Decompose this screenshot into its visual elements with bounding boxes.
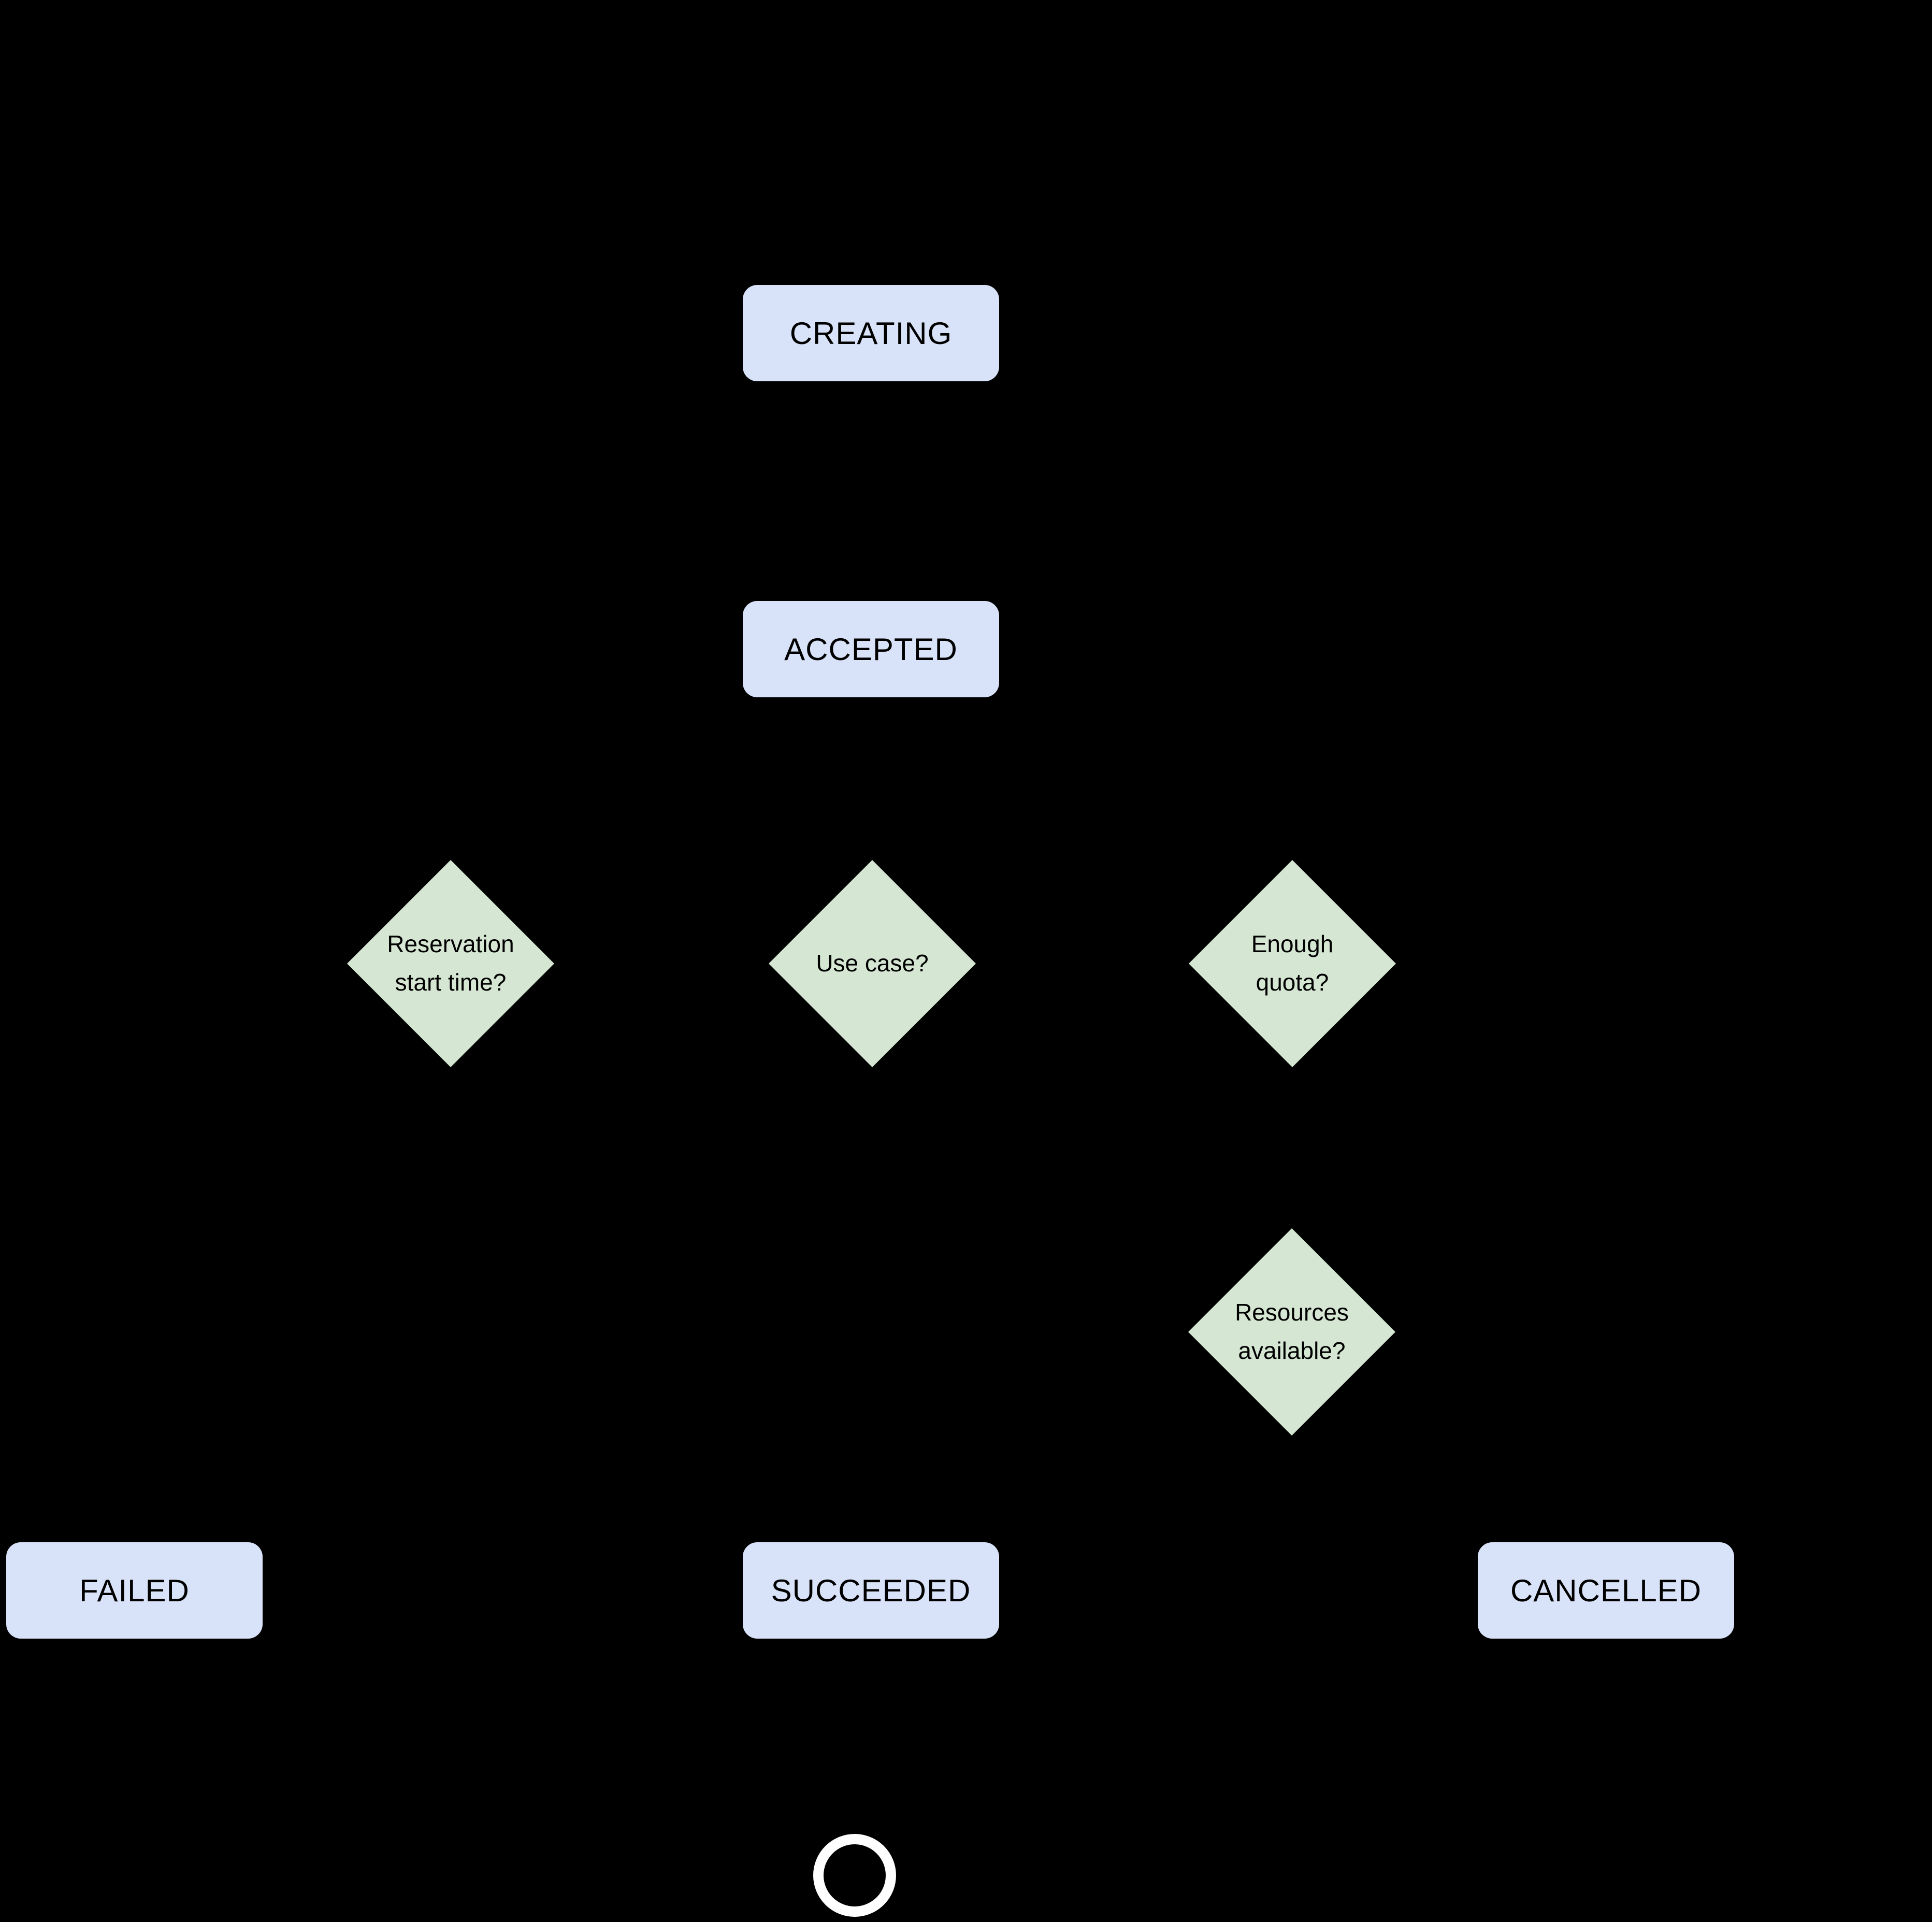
state-node-succeeded: SUCCEEDED <box>743 1542 999 1639</box>
decision-label-line1: Resources <box>1235 1299 1349 1326</box>
decision-node-enough-quota: Enough quota? <box>1189 860 1396 1067</box>
state-label-cancelled: CANCELLED <box>1510 1573 1702 1608</box>
state-node-creating: CREATING <box>743 285 999 381</box>
state-node-failed: FAILED <box>6 1542 263 1639</box>
state-label-accepted: ACCEPTED <box>784 632 958 667</box>
decision-node-use-case: Use case? <box>769 860 976 1067</box>
state-label-failed: FAILED <box>79 1573 190 1608</box>
decision-label-line2: available? <box>1238 1337 1346 1364</box>
state-label-succeeded: SUCCEEDED <box>771 1573 971 1608</box>
decision-node-reservation-start-time: Reservation start time? <box>347 860 554 1067</box>
decision-label-line1: Enough <box>1251 930 1334 958</box>
decision-label-line1: Use case? <box>816 950 929 977</box>
decision-label-line2: start time? <box>395 969 507 996</box>
decision-node-resources-available: Resources available? <box>1188 1228 1395 1436</box>
decision-label-line1: Reservation <box>387 930 514 958</box>
state-node-accepted: ACCEPTED <box>743 601 999 697</box>
decision-label-line2: quota? <box>1256 969 1329 996</box>
state-label-creating: CREATING <box>789 315 953 351</box>
state-node-cancelled: CANCELLED <box>1478 1542 1734 1639</box>
end-state-ring <box>813 1834 896 1917</box>
